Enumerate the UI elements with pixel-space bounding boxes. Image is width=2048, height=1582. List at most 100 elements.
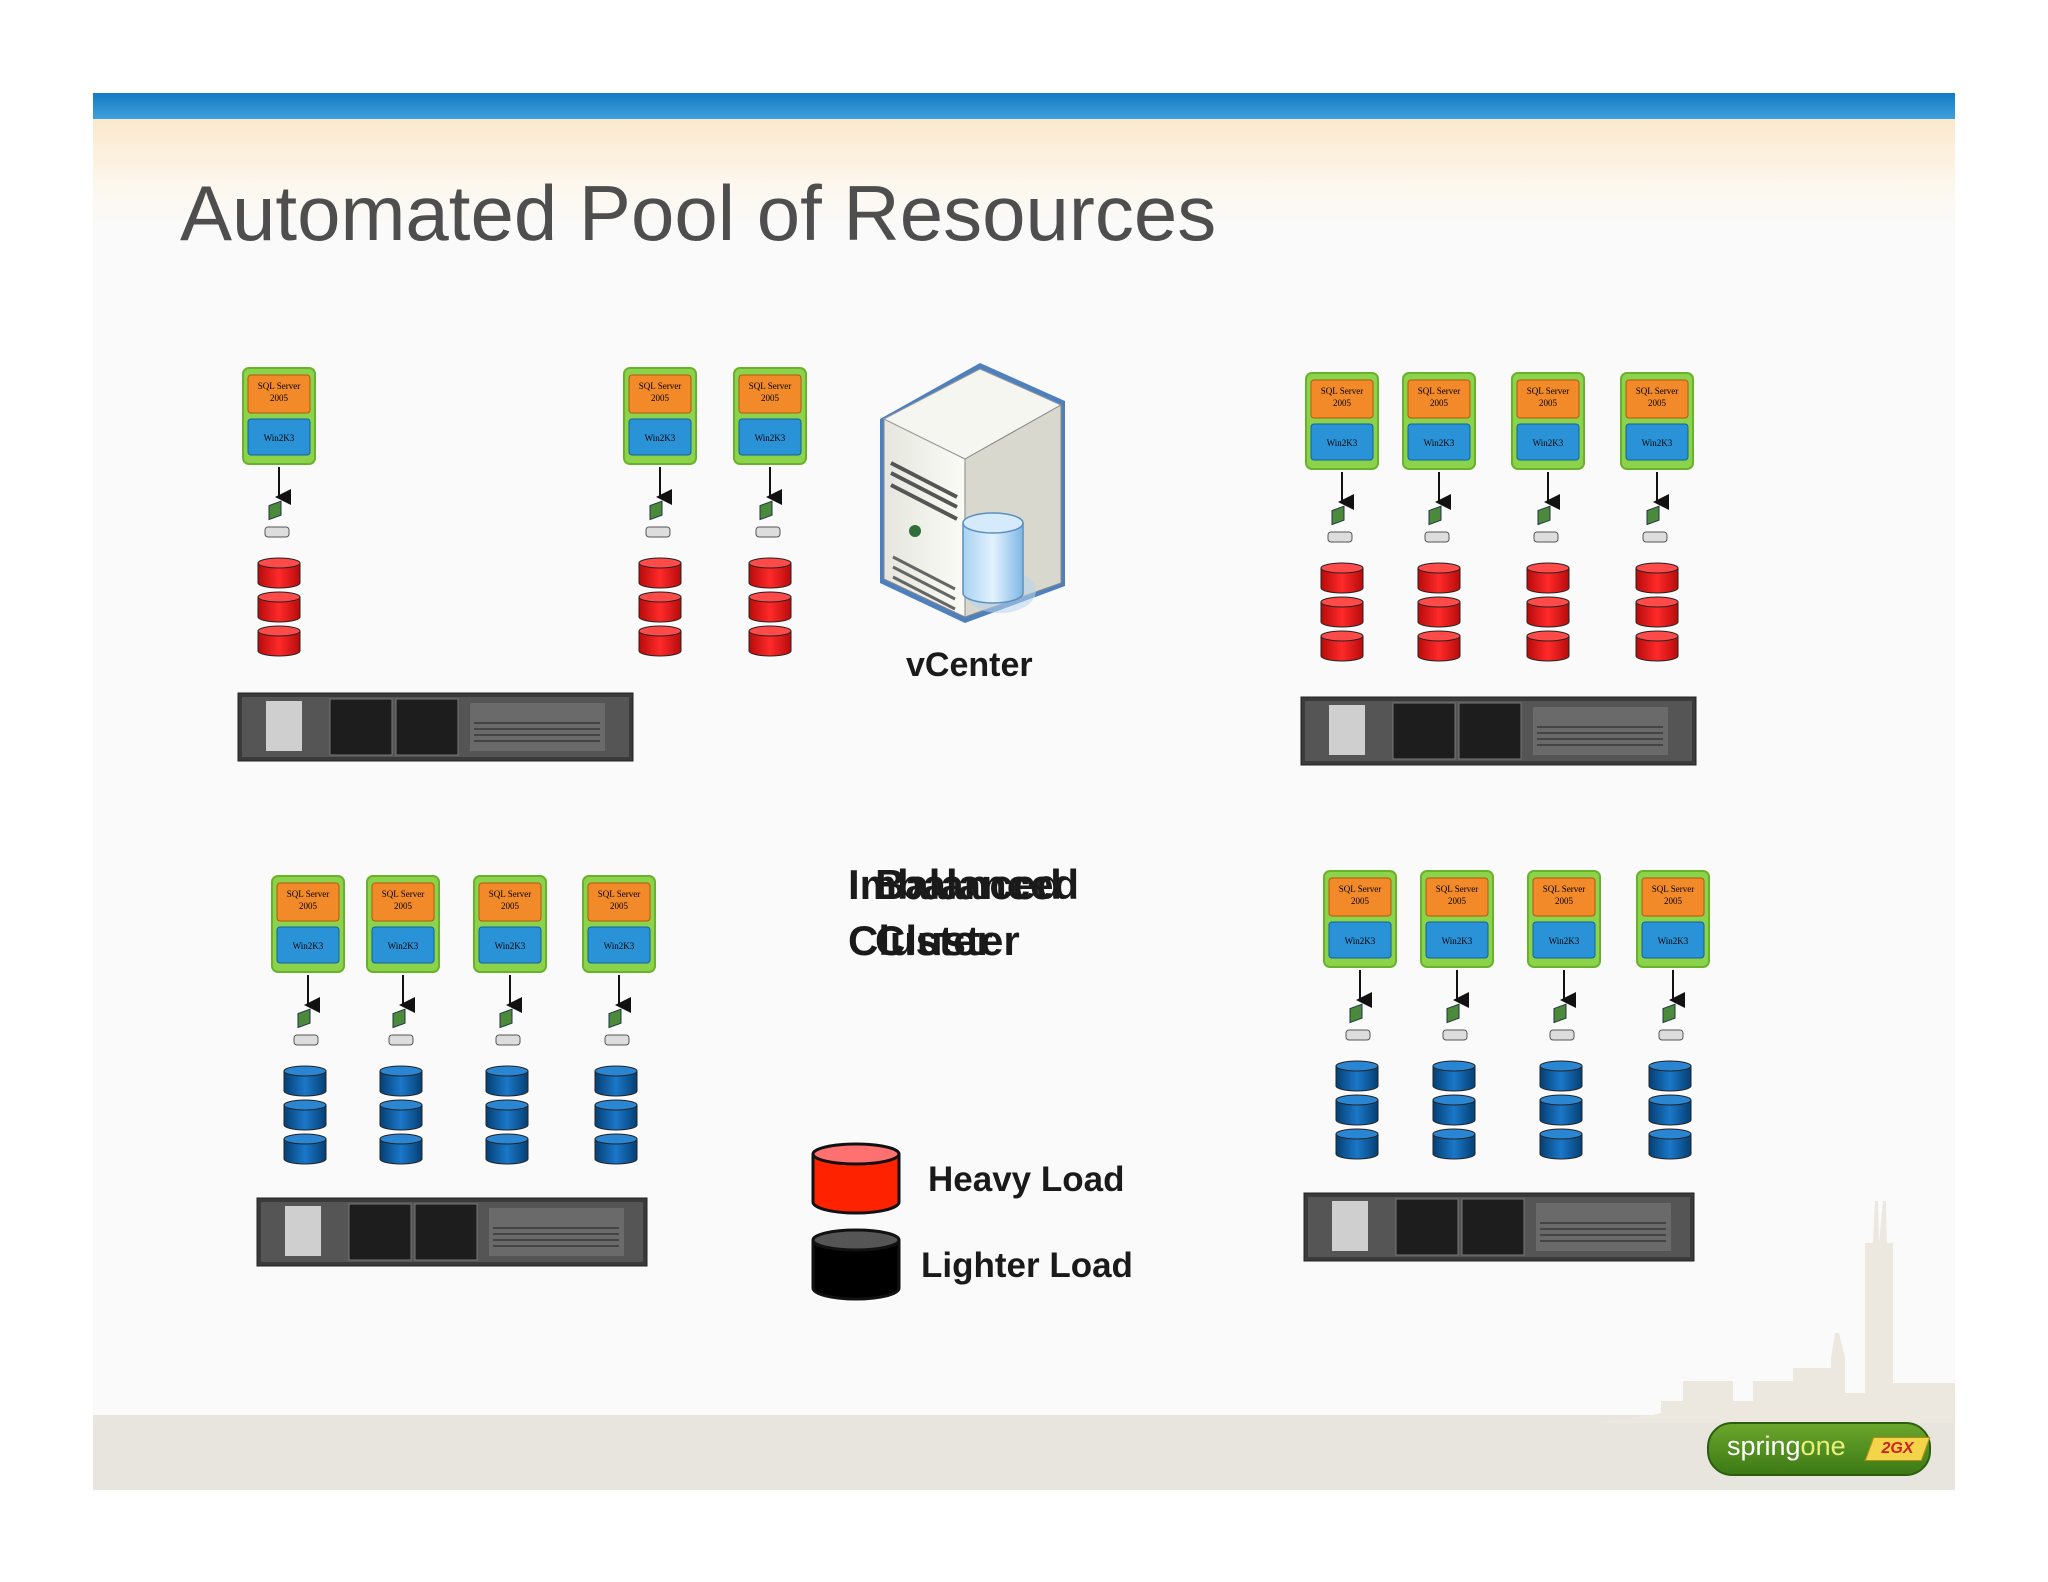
vm-app-label: SQL Server [1321, 386, 1363, 396]
vm-icon: SQL Server 2005 Win2K3 [1402, 372, 1476, 470]
vm-icon: SQL Server 2005 Win2K3 [271, 875, 345, 973]
vm-icon: SQL Server 2005 Win2K3 [1511, 372, 1585, 470]
chip-icon [495, 1008, 521, 1046]
chip-icon [755, 500, 781, 538]
storage-drum [485, 1133, 529, 1165]
storage-drum [1320, 562, 1364, 594]
skyline-graphic [1593, 1201, 1955, 1423]
chip-icon [293, 1008, 319, 1046]
chip-icon [264, 500, 290, 538]
storage-drum [283, 1133, 327, 1165]
vm-icon: SQL Server 2005 Win2K3 [366, 875, 440, 973]
vm-os-label: Win2K3 [1642, 438, 1673, 448]
chip-icon [1327, 505, 1353, 543]
host-hardware-layer [237, 467, 1697, 1267]
slide-title: Automated Pool of Resources [180, 169, 1217, 257]
footer-band [93, 1415, 1955, 1490]
vm-os-label: Win2K3 [1658, 936, 1689, 946]
drum-group [257, 557, 1692, 1165]
vm-app-version: 2005 [1333, 398, 1352, 408]
vm-app-version: 2005 [394, 901, 413, 911]
legend-heavy-label: Heavy Load [928, 1160, 1125, 1199]
vm-os-label: Win2K3 [645, 433, 676, 443]
vm-app-version: 2005 [1539, 398, 1558, 408]
header-glow [93, 119, 1955, 229]
vm-app-label: SQL Server [258, 381, 300, 391]
storage-drum [283, 1065, 327, 1097]
storage-drum [1648, 1094, 1692, 1126]
chip-icon [1442, 1003, 1468, 1041]
chip-icon [388, 1008, 414, 1046]
cluster-label-imbalanced-line2: Cluster [848, 917, 993, 964]
vm-os-label: Win2K3 [1442, 936, 1473, 946]
chip-icon [1533, 505, 1559, 543]
chip-icon [645, 500, 671, 538]
vm-app-label: SQL Server [489, 889, 531, 899]
vm-app-label: SQL Server [639, 381, 681, 391]
vm-app-label: SQL Server [1527, 386, 1569, 396]
storage-drum [1417, 562, 1461, 594]
storage-drum [1335, 1060, 1379, 1092]
vm-app-version: 2005 [270, 393, 289, 403]
vcenter-label: vCenter [906, 646, 1033, 684]
slide: Automated Pool of Resources springone 2G… [93, 93, 1955, 1490]
storage-drum [594, 1065, 638, 1097]
chip-icon [1642, 505, 1668, 543]
vm-app-version: 2005 [651, 393, 670, 403]
vm-os-label: Win2K3 [1424, 438, 1455, 448]
storage-drum [1320, 596, 1364, 628]
vm-icon: SQL Server 2005 Win2K3 [1527, 870, 1601, 968]
vm-icon: SQL Server 2005 Win2K3 [242, 367, 316, 465]
storage-drum [1648, 1060, 1692, 1092]
storage-drum [638, 625, 682, 657]
vm-app-version: 2005 [1664, 896, 1683, 906]
storage-drum [257, 625, 301, 657]
storage-drum [1432, 1094, 1476, 1126]
brand-logotype: springone [1727, 1431, 1846, 1461]
storage-drum [1539, 1060, 1583, 1092]
vm-icon: SQL Server 2005 Win2K3 [473, 875, 547, 973]
chip-icon [1549, 1003, 1575, 1041]
storage-drum [257, 557, 301, 589]
storage-drum [1335, 1128, 1379, 1160]
storage-drum [1320, 630, 1364, 662]
vm-icon: SQL Server 2005 Win2K3 [1620, 372, 1694, 470]
vm-os-label: Win2K3 [1345, 936, 1376, 946]
storage-drum [257, 591, 301, 623]
cluster-label-balanced-line1: Balanced [875, 861, 1062, 908]
rack-group [237, 692, 1697, 1267]
legend-light-icon [811, 1228, 901, 1301]
chip-icon [1345, 1003, 1371, 1041]
storage-drum [283, 1099, 327, 1131]
storage-drum [1526, 562, 1570, 594]
storage-drum [1648, 1128, 1692, 1160]
cluster-label-imbalanced: Imbalanced Cluster [848, 857, 1079, 969]
chip-icon [604, 1008, 630, 1046]
storage-drum [1635, 562, 1679, 594]
vm-os-label: Win2K3 [604, 941, 635, 951]
chip-group [264, 500, 1684, 1046]
vm-app-label: SQL Server [1339, 884, 1381, 894]
vm-app-version: 2005 [1648, 398, 1667, 408]
vm-os-label: Win2K3 [1327, 438, 1358, 448]
vm-app-label: SQL Server [1636, 386, 1678, 396]
storage-drum [594, 1133, 638, 1165]
top-bar [93, 93, 1955, 119]
vm-app-version: 2005 [761, 393, 780, 403]
cluster-label-balanced-line2: Cluster [875, 917, 1020, 964]
storage-drum [485, 1099, 529, 1131]
storage-drum [485, 1065, 529, 1097]
legend-light-label: Lighter Load [921, 1246, 1133, 1285]
rack-server [1300, 696, 1697, 766]
storage-drum [379, 1099, 423, 1131]
storage-drum [379, 1133, 423, 1165]
vm-os-label: Win2K3 [388, 941, 419, 951]
vm-icon: SQL Server 2005 Win2K3 [623, 367, 697, 465]
storage-drum [1539, 1094, 1583, 1126]
chip-icon [1424, 505, 1450, 543]
rack-server [1303, 1192, 1695, 1262]
vm-os-label: Win2K3 [755, 433, 786, 443]
cluster-label-imbalanced-line1: Imbalanced [848, 861, 1080, 908]
vm-app-label: SQL Server [1418, 386, 1460, 396]
vm-app-label: SQL Server [382, 889, 424, 899]
